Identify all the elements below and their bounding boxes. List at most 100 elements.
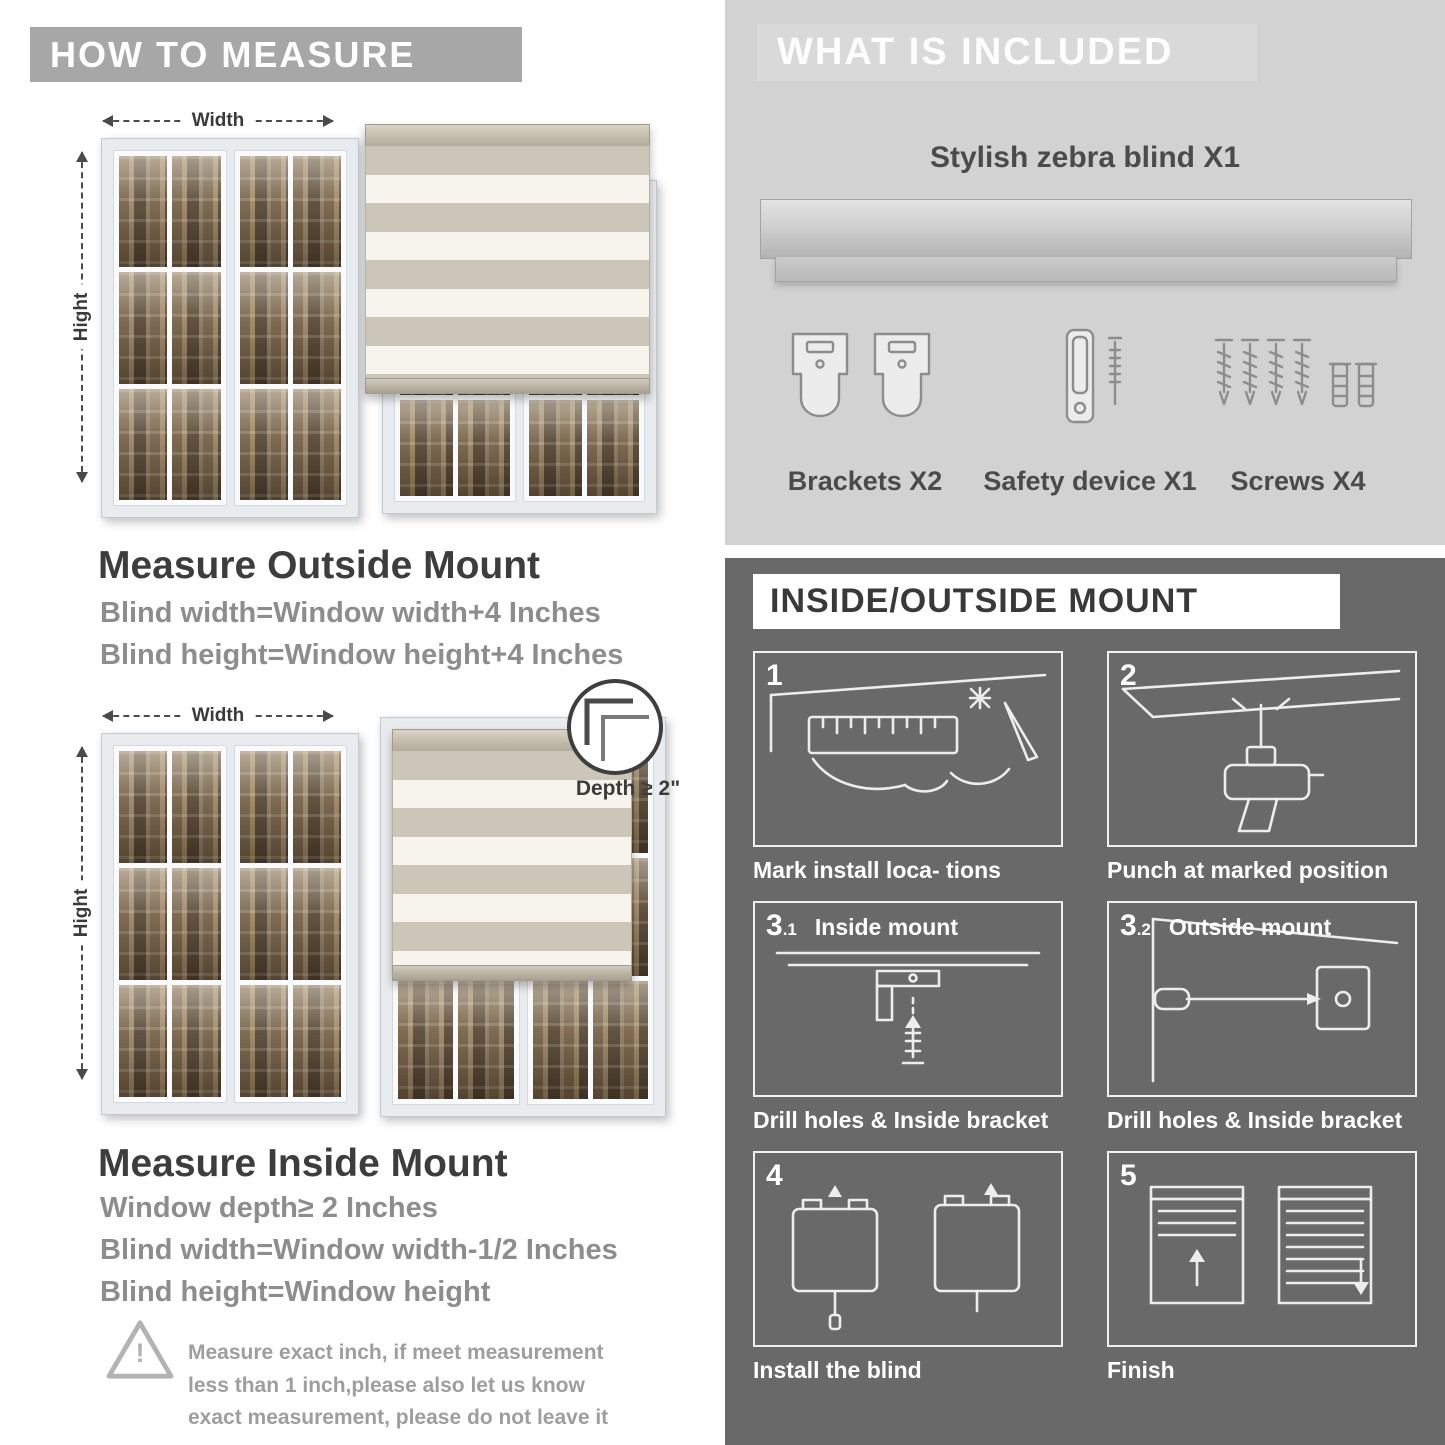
window-pane — [532, 981, 588, 1099]
window-pane — [292, 985, 341, 1097]
window-pane — [458, 981, 514, 1099]
step-3-1: 3.1 Inside mount Drill holes & Inside br… — [753, 901, 1063, 1134]
step-1: 1 Mark install loca- tions — [753, 651, 1063, 884]
window-pane — [592, 981, 648, 1099]
window-pane — [119, 985, 168, 1097]
step-number: 1 — [766, 659, 783, 692]
window-pane — [586, 400, 639, 496]
outside-bracket-illustration — [1151, 917, 1399, 1083]
outside-mount-title: Measure Outside Mount — [98, 544, 541, 588]
window-pane — [172, 985, 221, 1097]
outside-mount-line-2: Blind height=Window height+4 Inches — [100, 639, 624, 671]
window-pane — [172, 156, 221, 268]
install-blind-illustration — [791, 1183, 1021, 1331]
screws-label: Screws X4 — [1230, 466, 1366, 496]
window-pane — [172, 868, 221, 980]
step-2: 2 Punch at marked position — [1107, 651, 1417, 884]
width-label: Width — [181, 702, 255, 730]
step-4-caption: Install the blind — [753, 1357, 922, 1383]
window-pane — [292, 868, 341, 980]
window-pane — [172, 272, 221, 384]
step-3-2-panel: 3.2 Outside mount — [1107, 901, 1417, 1097]
blind-bottom-rail — [392, 965, 632, 981]
window-pane — [400, 400, 453, 496]
zebra-blind — [365, 124, 650, 394]
blind-top-rail — [365, 124, 650, 148]
step-4-panel: 4 — [753, 1151, 1063, 1347]
how-to-measure-title: HOW TO MEASURE — [50, 33, 416, 75]
depth-magnifier — [567, 679, 663, 775]
window-pane — [398, 981, 454, 1099]
blind-valance-graphic — [775, 257, 1397, 282]
step-5: 5 Finish — [1107, 1151, 1417, 1384]
step-5-caption: Finish — [1107, 1357, 1175, 1383]
window-pane — [172, 751, 221, 863]
warning-triangle-icon: ! — [104, 1318, 176, 1382]
inside-mount-line-3: Blind height=Window height — [100, 1276, 491, 1308]
measurement-note: Measure exact inch, if meet measurement … — [188, 1341, 609, 1430]
outside-mount-blind-figure — [365, 124, 657, 514]
mark-locations-illustration — [769, 673, 1047, 793]
window-pane — [457, 400, 510, 496]
window-pane — [119, 272, 168, 384]
inside-mount-line-2: Blind width=Window width-1/2 Inches — [100, 1234, 618, 1266]
step-number: 3 — [766, 909, 783, 942]
blind-stripes — [365, 146, 650, 380]
window-pane — [292, 751, 341, 863]
inside-mount-figure: Width Hight Depth ≥ 2" — [69, 679, 680, 1117]
window-pane — [529, 400, 582, 496]
step-number: 2 — [1120, 659, 1137, 692]
step-number: 5 — [1120, 1159, 1137, 1192]
step-2-caption: Punch at marked position — [1107, 857, 1389, 883]
step-1-panel: 1 — [753, 651, 1063, 847]
window-pane — [239, 868, 288, 980]
step-3-2: 3.2 Outside mount Drill holes & Inside b… — [1107, 901, 1417, 1134]
window-sash — [233, 745, 347, 1103]
step-4: 4 Install the blind — [753, 1151, 1063, 1384]
step-title: Outside mount — [1168, 914, 1332, 940]
window-sash — [113, 745, 227, 1103]
step-number: 3 — [1120, 909, 1137, 942]
height-arrow: Hight — [69, 746, 95, 1080]
step-1-caption: Mark install loca- tions — [753, 857, 1001, 883]
width-arrow: Width — [102, 702, 334, 730]
window-pane — [292, 272, 341, 384]
step-title: Inside mount — [814, 914, 958, 940]
window-pane — [239, 156, 288, 268]
finish-illustration — [1149, 1185, 1373, 1305]
inside-mount-line-1: Window depth≥ 2 Inches — [100, 1192, 438, 1224]
outside-mount-line-1: Blind width=Window width+4 Inches — [100, 597, 601, 629]
inside-bracket-illustration — [775, 951, 1041, 1065]
outside-mount-figure: Width Hight — [69, 106, 657, 518]
window-sash — [233, 150, 347, 506]
zebra-blind-inside — [392, 729, 632, 981]
mount-banner: INSIDE/OUTSIDE MOUNT — [753, 574, 1340, 629]
step-number: 4 — [766, 1159, 783, 1192]
step-3-1-panel: 3.1 Inside mount — [753, 901, 1063, 1097]
window-pane — [292, 156, 341, 268]
depth-callout: Depth ≥ 2" — [575, 777, 681, 800]
screws-icon — [1214, 338, 1378, 408]
included-banner-band — [757, 24, 1257, 81]
inside-mount-title: Measure Inside Mount — [98, 1142, 508, 1186]
window-pane — [172, 388, 221, 500]
safety-device-label: Safety device X1 — [983, 466, 1197, 496]
warning-exclamation: ! — [135, 1338, 145, 1368]
brackets-label: Brackets X2 — [787, 466, 943, 496]
step-5-panel: 5 — [1107, 1151, 1417, 1347]
window-pane — [119, 751, 168, 863]
window-sash — [113, 150, 227, 506]
step-2-panel: 2 — [1107, 651, 1417, 847]
blind-stripes — [392, 751, 632, 967]
safety-device-icon — [1065, 328, 1123, 424]
step-3-2-caption: Drill holes & Inside bracket — [1107, 1107, 1403, 1133]
brackets-icon — [791, 332, 931, 418]
window-pane — [119, 156, 168, 268]
how-to-measure-banner: HOW TO MEASURE — [30, 27, 522, 82]
product-label: Stylish zebra blind X1 — [929, 141, 1241, 174]
mount-instructions-section: INSIDE/OUTSIDE MOUNT 1 — [725, 558, 1445, 1445]
window-photo — [101, 733, 359, 1115]
window-pane — [119, 388, 168, 500]
height-label: Hight — [69, 284, 95, 350]
included-title: WHAT IS INCLUDED — [777, 31, 1174, 73]
